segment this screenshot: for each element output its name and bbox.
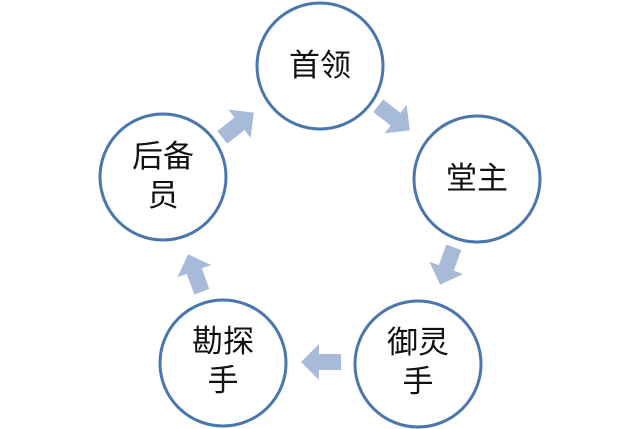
- node-top-label: 首领: [289, 48, 351, 84]
- node-left: 后备 员: [98, 112, 228, 242]
- arrow-top-to-right: [373, 99, 410, 134]
- node-bottom-left: 勘探 手: [158, 298, 288, 428]
- arrow-bottom-right-to-bottom-left: [301, 344, 341, 380]
- node-right: 堂主: [412, 114, 542, 244]
- node-bottom-right-label-line-1: 御灵: [387, 325, 449, 361]
- arrow-left-to-top: [217, 109, 254, 144]
- node-right-label: 堂主: [446, 161, 508, 197]
- node-bottom-left-label-line-1: 勘探: [192, 324, 254, 360]
- arrows: [177, 99, 464, 380]
- node-top: 首领: [255, 1, 385, 131]
- arrow-bottom-left-to-left: [177, 254, 212, 295]
- node-bottom-right-label-line-2: 手: [403, 364, 434, 400]
- arrow-right-to-bottom-right: [429, 244, 464, 285]
- node-left-label-line-2: 员: [148, 178, 179, 214]
- node-left-label-line-1: 后备: [132, 139, 194, 175]
- node-bottom-left-label-line-2: 手: [208, 363, 239, 399]
- node-bottom-right: 御灵 手: [353, 299, 483, 429]
